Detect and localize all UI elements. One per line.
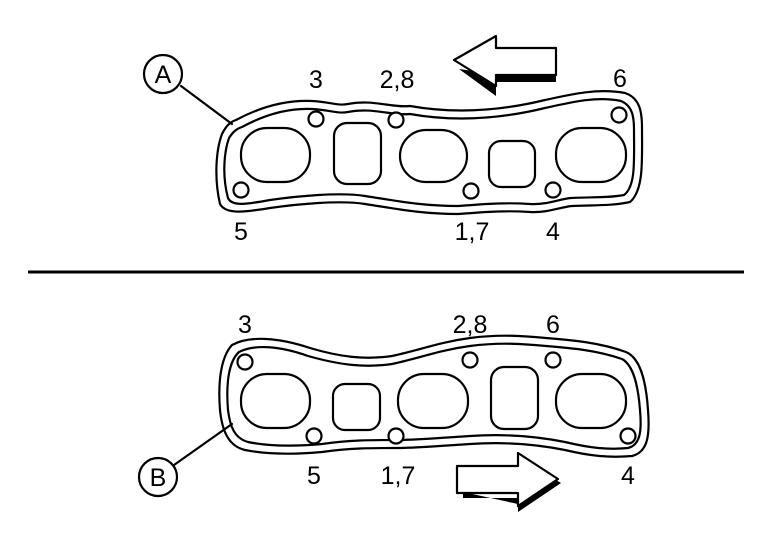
gasket-outline-a (215, 90, 644, 216)
bolt-hole-a6 (610, 106, 628, 124)
panel-b: B 3 2,8 6 5 1,7 4 (137, 311, 650, 512)
bolt-label-a17: 1,7 (455, 218, 490, 246)
callout-circle-b (137, 456, 179, 498)
left-arrow-icon (452, 34, 558, 96)
bolt-label-b3: 3 (238, 311, 252, 339)
bolt-hole-a4 (544, 181, 562, 199)
callout-leader-a (179, 84, 234, 126)
bolt-label-b17: 1,7 (381, 462, 416, 490)
bolt-hole-b5 (305, 427, 323, 445)
right-arrow-icon (455, 451, 561, 512)
bolt-hole-a3 (307, 110, 325, 128)
callout-b-label: B (150, 464, 167, 492)
bolt-label-a4: 4 (546, 218, 560, 246)
bolt-hole-b28 (461, 351, 479, 369)
bolt-hole-a28 (387, 111, 405, 129)
port-a2 (332, 121, 383, 186)
panel-a: A 3 2,8 6 5 1,7 4 (142, 34, 644, 246)
port-a3 (398, 128, 469, 184)
bolt-label-b6: 6 (546, 311, 560, 339)
bolt-hole-b6 (544, 351, 562, 369)
port-a5 (554, 126, 628, 184)
bolt-label-a28: 2,8 (380, 66, 415, 94)
bolt-hole-b17 (387, 427, 405, 445)
bolt-hole-a5 (232, 181, 250, 199)
port-b3 (396, 372, 470, 430)
callout-leader-b (172, 422, 234, 467)
callout-a-label: A (155, 61, 172, 89)
bolt-hole-a17 (462, 182, 480, 200)
bolt-label-b4: 4 (621, 462, 635, 490)
port-b5 (554, 372, 628, 430)
callout-circle-a (142, 53, 184, 95)
bolt-hole-b4 (619, 427, 637, 445)
gasket-outline-b (218, 334, 650, 458)
port-b4 (489, 365, 540, 431)
bolt-label-a6: 6 (613, 65, 627, 93)
bolt-label-a5: 5 (234, 218, 248, 246)
bolt-label-b28: 2,8 (453, 311, 488, 339)
bolt-label-b5: 5 (307, 462, 321, 490)
port-a4 (487, 139, 537, 189)
port-b1 (239, 372, 312, 430)
bolt-hole-b3 (236, 353, 254, 371)
port-b2 (331, 382, 382, 432)
bolt-label-a3: 3 (309, 66, 323, 94)
port-a1 (239, 126, 312, 184)
